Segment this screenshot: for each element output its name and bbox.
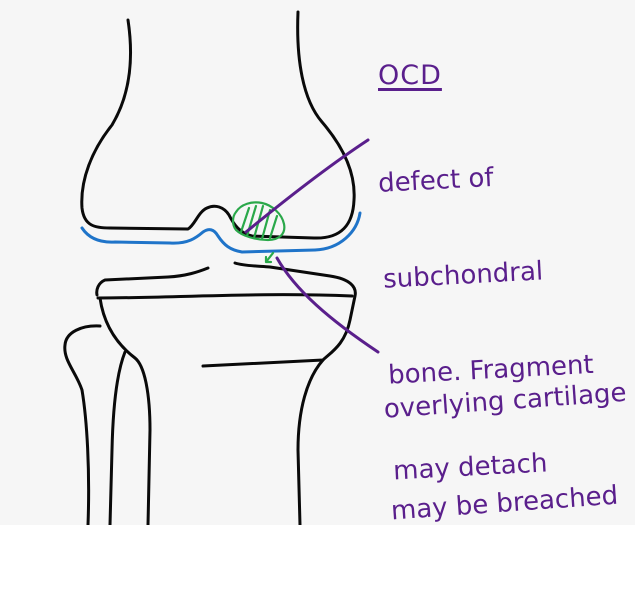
detach-arrow-icon bbox=[266, 253, 273, 262]
leader-line-cartilage bbox=[277, 258, 378, 352]
tibia-plateau bbox=[97, 263, 356, 366]
cartilage-description-line: overlying cartilage bbox=[383, 376, 628, 427]
cartilage-description: overlying cartilage may be breached bbox=[378, 308, 635, 596]
cartilage-description-line: may be breached bbox=[390, 478, 635, 529]
tibia-shaft-medial bbox=[100, 298, 150, 525]
cartilage-line bbox=[82, 213, 360, 252]
knee-diagram: OCD defect of subchondral bone. Fragment… bbox=[0, 0, 635, 525]
tibia-shaft-lateral bbox=[298, 360, 323, 525]
fibula-head bbox=[65, 326, 100, 525]
defect-description-line: subchondral bbox=[382, 253, 589, 296]
defect-description-line: defect of bbox=[377, 157, 584, 200]
femur-outline bbox=[82, 12, 354, 238]
ocd-title: OCD bbox=[378, 60, 442, 91]
femur bbox=[82, 12, 354, 238]
fibula-shaft bbox=[110, 352, 125, 525]
tibia-plateau-lower bbox=[98, 295, 352, 298]
